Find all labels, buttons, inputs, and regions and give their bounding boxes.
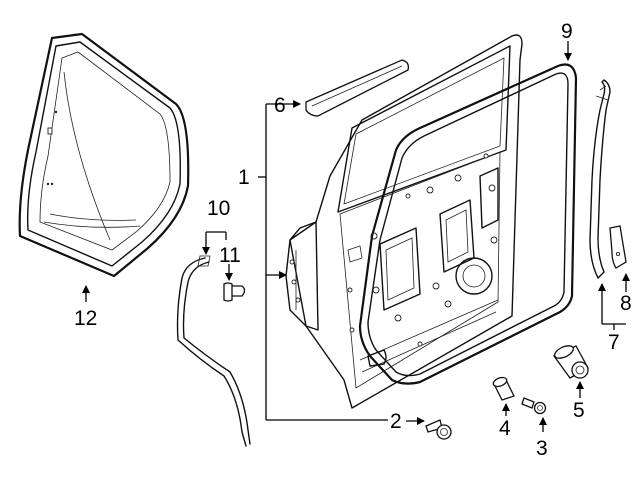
part-3-screw bbox=[521, 397, 547, 415]
part-11-clip bbox=[223, 282, 246, 302]
callout-3: 3 bbox=[536, 437, 548, 460]
part-9-weatherstrip bbox=[358, 63, 578, 385]
callout-8: 8 bbox=[620, 292, 632, 315]
part-10-harness bbox=[176, 255, 251, 447]
callout-7: 7 bbox=[608, 331, 620, 354]
part-8-bracket bbox=[609, 225, 627, 269]
callout-1: 1 bbox=[238, 166, 250, 189]
part-1-door-shell bbox=[285, 34, 523, 409]
part-2-bolt bbox=[425, 419, 452, 440]
leader-lines bbox=[82, 41, 630, 432]
callout-10: 10 bbox=[207, 197, 230, 220]
callout-2: 2 bbox=[390, 410, 402, 433]
part-5-plug bbox=[553, 345, 589, 379]
callout-11: 11 bbox=[219, 244, 241, 267]
part-12-frame-seal bbox=[18, 32, 190, 278]
part-7-check-strap bbox=[589, 79, 611, 279]
callout-4: 4 bbox=[499, 417, 511, 440]
part-6-applique bbox=[305, 59, 410, 117]
callout-5: 5 bbox=[573, 399, 585, 422]
callout-12: 12 bbox=[74, 307, 97, 330]
callout-6: 6 bbox=[274, 94, 286, 117]
callout-9: 9 bbox=[561, 20, 573, 43]
part-4-bushing bbox=[492, 376, 515, 401]
